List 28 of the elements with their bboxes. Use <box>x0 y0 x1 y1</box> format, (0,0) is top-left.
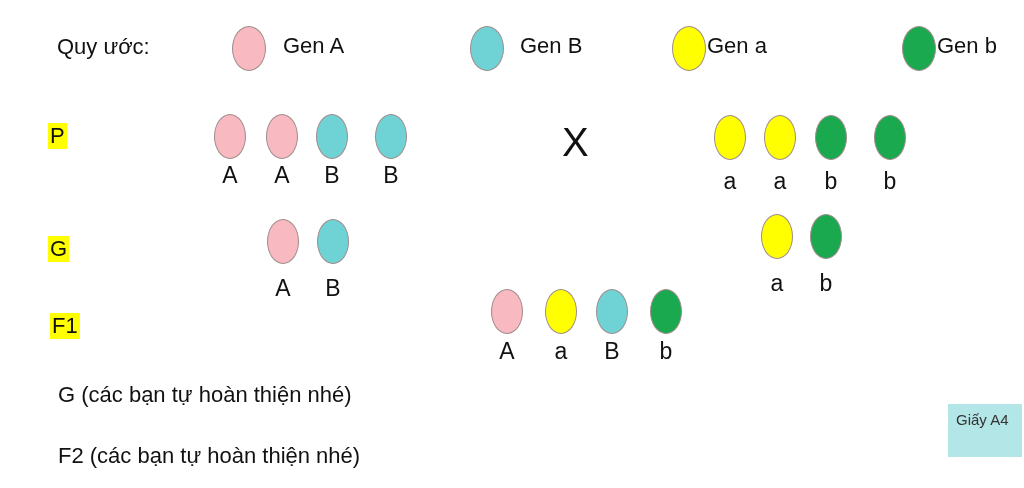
allele-letter: A <box>274 162 290 190</box>
text-label: G (các bạn tự hoàn thiện nhé) <box>58 382 352 409</box>
allele-letter: B <box>324 162 340 190</box>
allele-letter: a <box>554 338 568 366</box>
cross-symbol: X <box>562 119 589 166</box>
legend-text: Gen A <box>283 33 345 59</box>
allele-letter: B <box>383 162 399 190</box>
generation-label: F1 <box>50 313 80 340</box>
legend-text: Gen a <box>707 33 767 59</box>
allele-letter: a <box>773 168 787 196</box>
allele-letter: A <box>275 275 291 303</box>
allele-letter: b <box>819 270 833 298</box>
allele-letter: a <box>723 168 737 196</box>
allele-letter: b <box>824 168 838 196</box>
allele-letter: A <box>222 162 238 190</box>
allele-letter: A <box>499 338 515 366</box>
allele-letter: B <box>325 275 341 303</box>
note-box: Giấy A4 <box>948 404 1022 457</box>
legend-text: Gen B <box>520 33 583 59</box>
allele-letter: b <box>659 338 673 366</box>
generation-label: G <box>48 236 70 263</box>
text-label: F2 (các bạn tự hoàn thiện nhé) <box>58 443 361 470</box>
text-label: Quy ước: <box>57 34 150 61</box>
allele-letter: B <box>604 338 620 366</box>
legend-text: Gen b <box>937 33 997 59</box>
generation-label: P <box>48 123 67 150</box>
allele-letter: a <box>770 270 784 298</box>
allele-letter: b <box>883 168 897 196</box>
